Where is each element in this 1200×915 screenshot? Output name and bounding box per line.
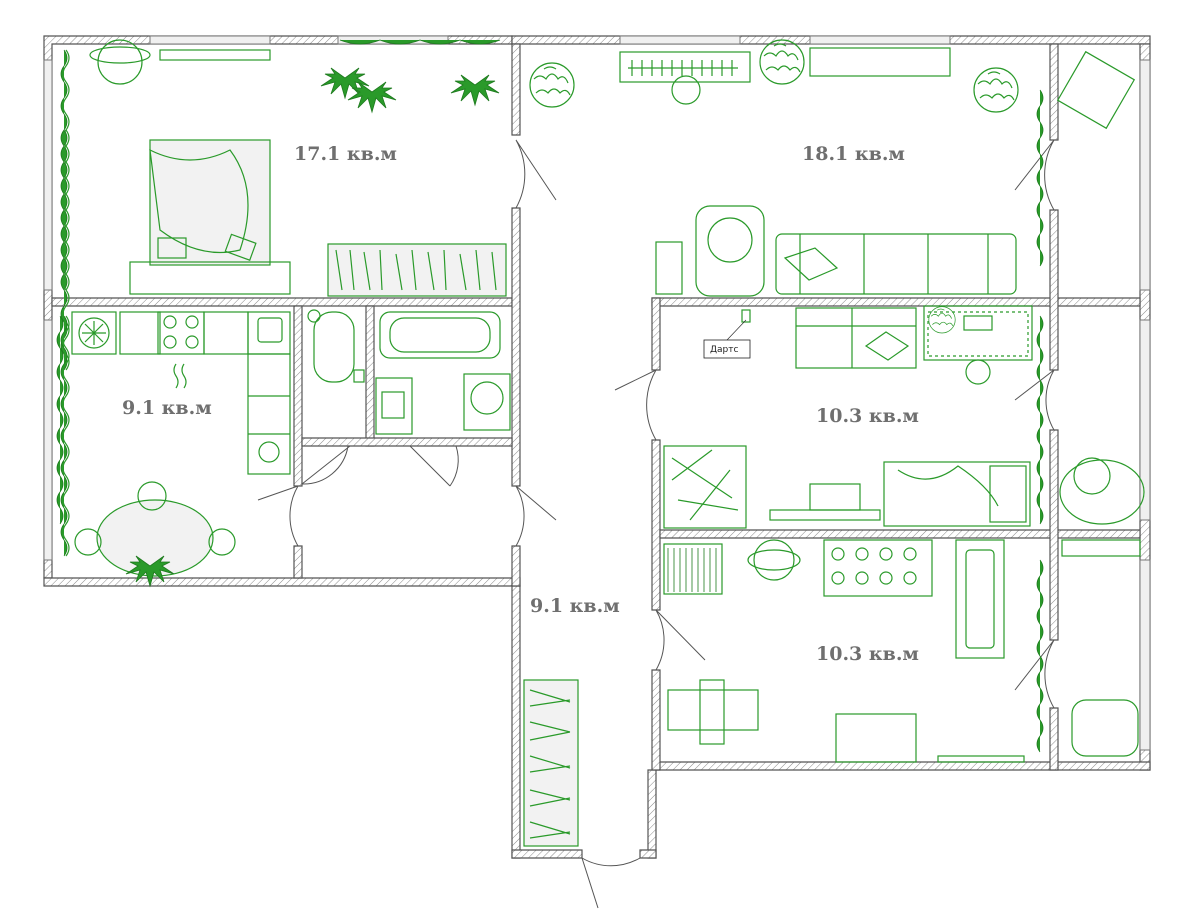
darts-callout: Дартс bbox=[703, 319, 751, 359]
darts-label: Дартс bbox=[710, 345, 739, 355]
doors bbox=[257, 139, 1055, 909]
room-area-kitchen: 9.1 кв.м bbox=[122, 397, 212, 419]
furniture bbox=[56, 39, 1145, 847]
room-area-room-lower-right: 10.3 кв.м bbox=[816, 643, 919, 665]
room-area-room-upper-right: 10.3 кв.м bbox=[816, 405, 919, 427]
room-area-bedroom: 17.1 кв.м bbox=[294, 143, 397, 165]
room-area-hallway: 9.1 кв.м bbox=[530, 595, 620, 617]
room-area-living-room: 18.1 кв.м bbox=[802, 143, 905, 165]
room-labels: 17.1 кв.м 18.1 кв.м 9.1 кв.м 10.3 кв.м 9… bbox=[122, 143, 919, 665]
